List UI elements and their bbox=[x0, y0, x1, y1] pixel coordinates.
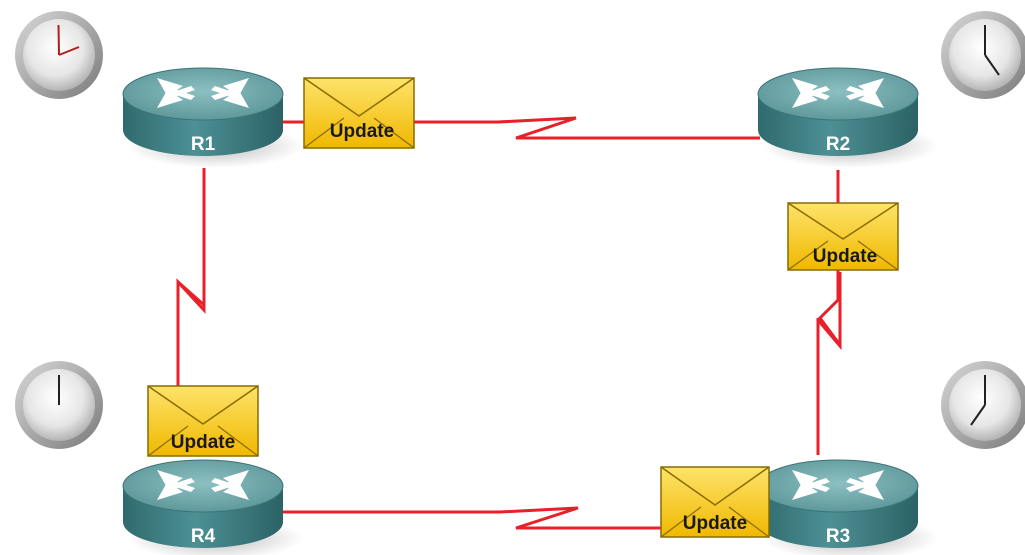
router-r3[interactable]: R3 bbox=[757, 459, 939, 555]
update-envelope-r4: Update bbox=[147, 385, 259, 457]
clock-icon bbox=[941, 361, 1025, 449]
serial-symbol-r1-r4 bbox=[176, 278, 205, 352]
update-label: Update bbox=[683, 513, 747, 534]
link-r1-r2 bbox=[280, 116, 760, 140]
link-r3-r4 bbox=[280, 506, 665, 530]
update-envelope-r2: Update bbox=[787, 202, 899, 271]
update-envelope-r1: Update bbox=[303, 77, 415, 149]
update-label: Update bbox=[171, 432, 235, 453]
update-label: Update bbox=[813, 246, 877, 267]
router-label: R3 bbox=[826, 526, 850, 547]
clock-icon bbox=[15, 361, 103, 449]
update-envelope-r3: Update bbox=[660, 466, 770, 538]
router-r1[interactable]: R1 bbox=[122, 67, 304, 169]
serial-symbol-r2-r3 bbox=[816, 272, 842, 351]
serial-link-symbols bbox=[176, 272, 842, 352]
router-label: R2 bbox=[826, 134, 850, 155]
router-r4[interactable]: R4 bbox=[122, 459, 304, 555]
update-label: Update bbox=[330, 121, 394, 142]
router-label: R1 bbox=[191, 134, 216, 155]
router-r2[interactable]: R2 bbox=[757, 67, 939, 169]
router-label: R4 bbox=[191, 526, 216, 547]
clock-icon bbox=[15, 11, 103, 99]
clock-icon bbox=[941, 11, 1025, 99]
link-r4-r1 bbox=[176, 168, 206, 390]
